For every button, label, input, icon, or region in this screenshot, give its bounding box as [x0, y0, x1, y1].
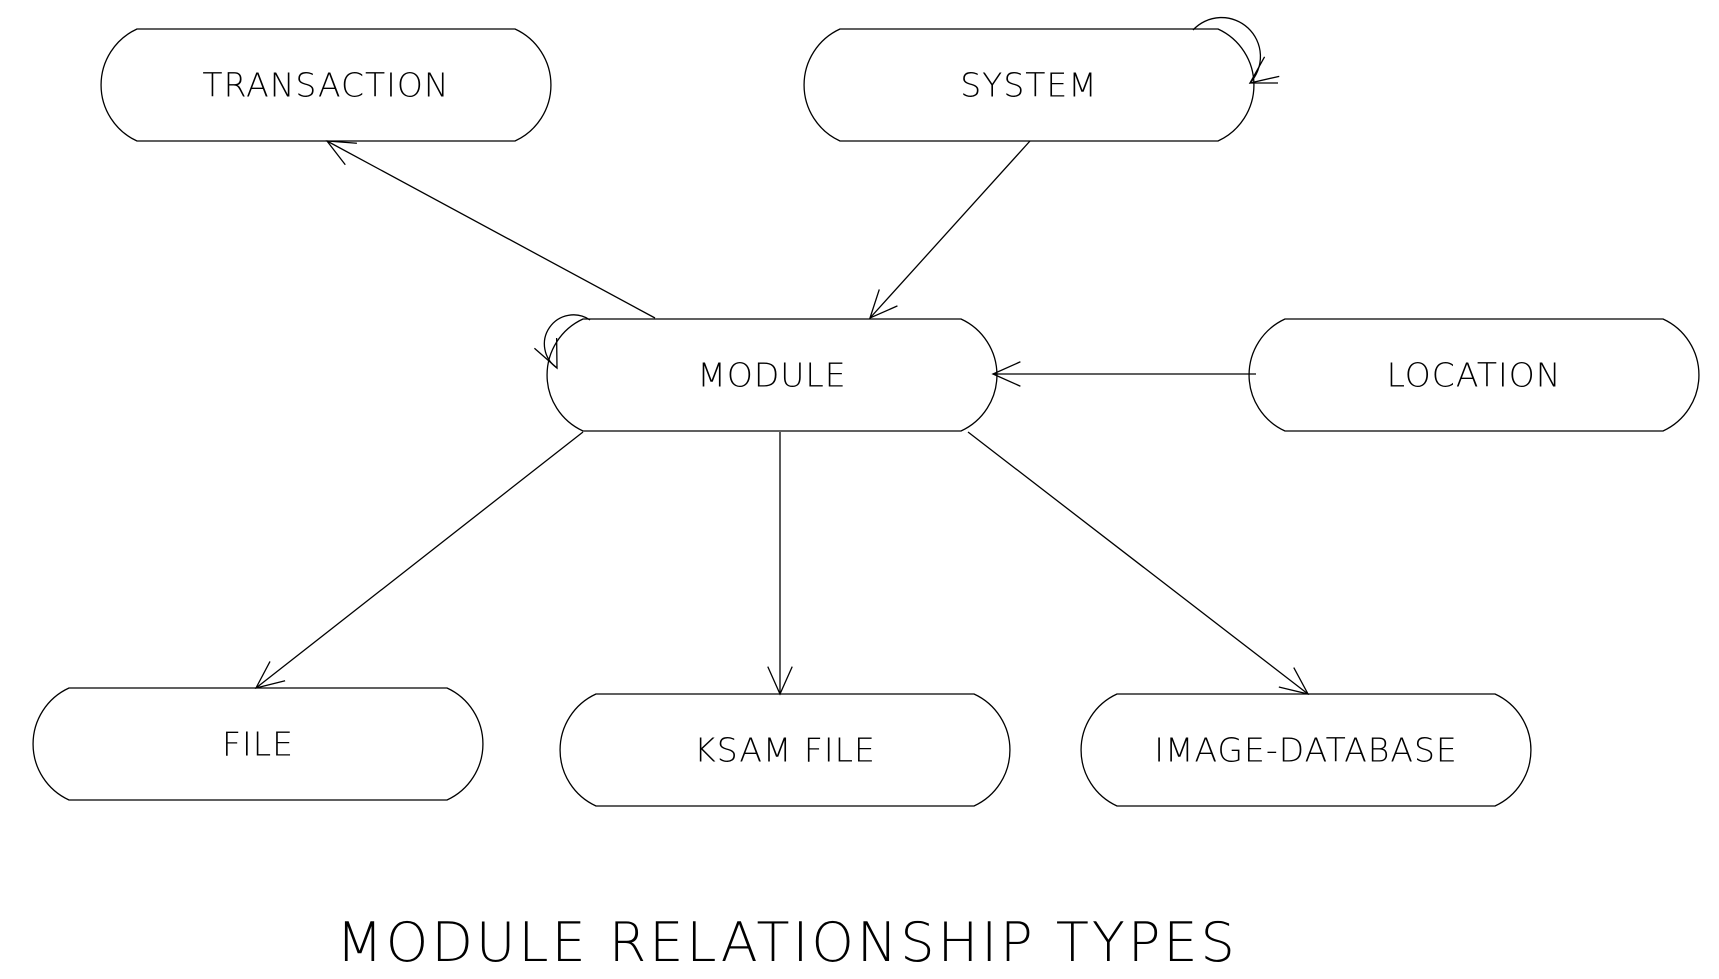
edge-system-to-system	[1192, 16, 1280, 84]
node-file-label: FILE	[222, 725, 294, 764]
node-transaction[interactable]: TRANSACTION	[100, 28, 552, 142]
edge-system-to-module	[868, 140, 1031, 320]
node-module-label: MODULE	[697, 356, 846, 395]
node-location-label: LOCATION	[1387, 356, 1562, 395]
node-location[interactable]: LOCATION	[1248, 318, 1700, 432]
node-ksam-file-label: KSAM FILE	[694, 731, 876, 770]
edge-module-to-file-line	[255, 431, 584, 689]
node-system[interactable]: SYSTEM	[803, 28, 1255, 142]
node-location-shape	[1248, 318, 1700, 432]
node-image-database[interactable]: IMAGE-DATABASE	[1080, 693, 1532, 807]
edge-module-to-image-database-line	[967, 431, 1309, 695]
node-module-shape	[546, 318, 998, 432]
edge-module-to-module-arrowhead	[533, 337, 558, 370]
node-file-shape	[32, 687, 484, 801]
node-system-label: SYSTEM	[960, 66, 1098, 105]
node-image-database-label: IMAGE-DATABASE	[1154, 731, 1458, 770]
edge-location-to-module-arrowhead	[991, 361, 1021, 387]
edge-module-to-module-loop	[543, 314, 591, 369]
edge-system-to-system-loop	[1192, 16, 1262, 84]
edge-module-to-file	[254, 431, 584, 689]
edge-module-to-transaction-arrowhead	[325, 140, 357, 166]
edge-system-to-module-arrowhead	[868, 289, 898, 320]
edge-module-to-module	[533, 314, 591, 370]
node-transaction-shape	[100, 28, 552, 142]
edge-module-to-ksam-file	[767, 432, 793, 696]
edge-module-to-transaction-line	[326, 140, 656, 319]
node-image-database-shape	[1080, 693, 1532, 807]
edge-location-to-module	[991, 361, 1256, 387]
edges-layer	[254, 16, 1310, 696]
node-module[interactable]: MODULE	[546, 318, 998, 432]
node-ksam-file-shape	[559, 693, 1011, 807]
node-system-shape	[803, 28, 1255, 142]
edge-module-to-image-database	[967, 431, 1310, 695]
diagram-title: MODULE RELATIONSHIP TYPES	[336, 911, 1238, 974]
edge-system-to-system-arrowhead	[1248, 56, 1280, 84]
node-file[interactable]: FILE	[32, 687, 484, 801]
node-ksam-file[interactable]: KSAM FILE	[559, 693, 1011, 807]
edge-system-to-module-line	[869, 140, 1031, 319]
nodes-layer: TRANSACTION SYSTEM MODULE LOCATION FILE …	[32, 28, 1700, 807]
edge-module-to-transaction	[325, 140, 656, 319]
node-transaction-label: TRANSACTION	[202, 66, 449, 105]
